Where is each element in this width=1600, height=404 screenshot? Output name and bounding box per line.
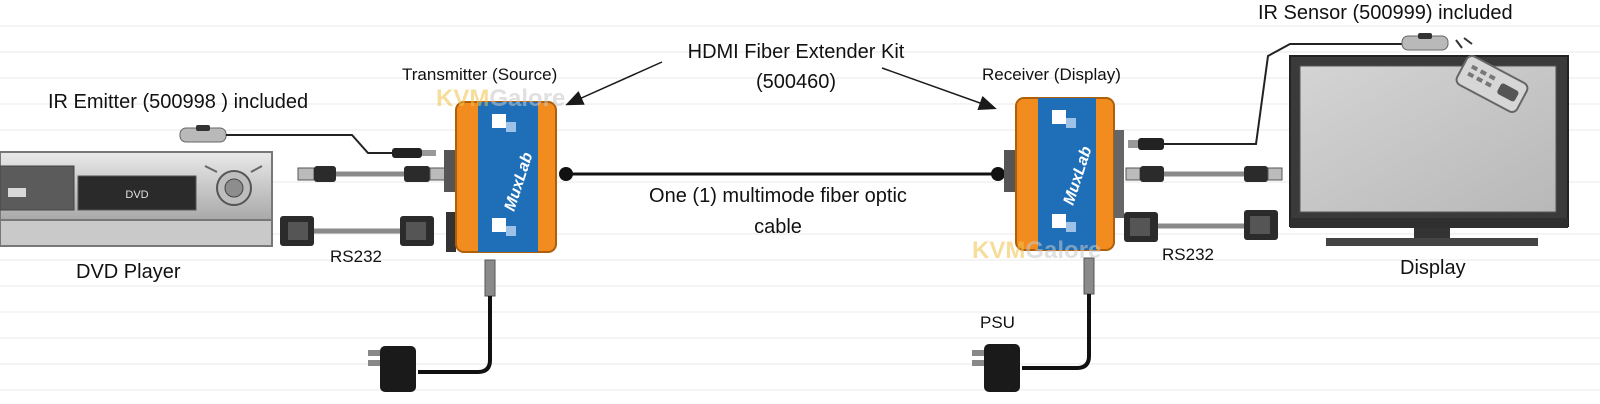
- watermark-top: KVMGalore: [436, 85, 565, 112]
- remote-control-icon: [1455, 55, 1529, 113]
- ir-sensor-cable: [1128, 43, 1402, 150]
- hdmi-cable-right: [1125, 166, 1283, 182]
- kit-arrow-receiver: [881, 67, 997, 111]
- kit-name-label: HDMI Fiber Extender Kit: [688, 41, 905, 63]
- ir-sensor: [1401, 33, 1473, 51]
- transmitter-label: Transmitter (Source): [402, 65, 557, 84]
- rs232-right-label: RS232: [1162, 245, 1214, 264]
- dvd-player-label: DVD Player: [76, 261, 181, 283]
- rs232-cable-right: [1124, 210, 1278, 242]
- watermark-bottom: KVMGalore: [972, 237, 1101, 264]
- transmitter-power-cable: [368, 259, 496, 392]
- fiber-optic-cable: [572, 167, 1005, 181]
- ir-sensor-label: IR Sensor (500999) included: [1258, 2, 1513, 24]
- receiver-power-cable: [972, 257, 1095, 392]
- dvd-player: DVD: [0, 151, 273, 247]
- fiber-cable-label-line2: cable: [754, 216, 802, 238]
- ir-emitter: [179, 125, 436, 158]
- kit-arrow-transmitter: [565, 61, 663, 106]
- dvd-screen-text: DVD: [125, 189, 148, 201]
- display-monitor: [1289, 55, 1569, 246]
- display-label: Display: [1400, 257, 1466, 279]
- ir-emitter-label: IR Emitter (500998 ) included: [48, 91, 308, 113]
- hdmi-cable-left: [297, 166, 447, 182]
- fiber-cable-label-line1: One (1) multimode fiber optic: [649, 185, 907, 207]
- kit-number-label: (500460): [756, 71, 836, 93]
- rs232-cable-left: [280, 216, 434, 246]
- receiver-label: Receiver (Display): [982, 65, 1121, 84]
- rs232-left-label: RS232: [330, 247, 382, 266]
- psu-label: PSU: [980, 313, 1015, 332]
- receiver-box: MuxLab: [1004, 97, 1124, 251]
- transmitter-box: MuxLab: [444, 101, 573, 253]
